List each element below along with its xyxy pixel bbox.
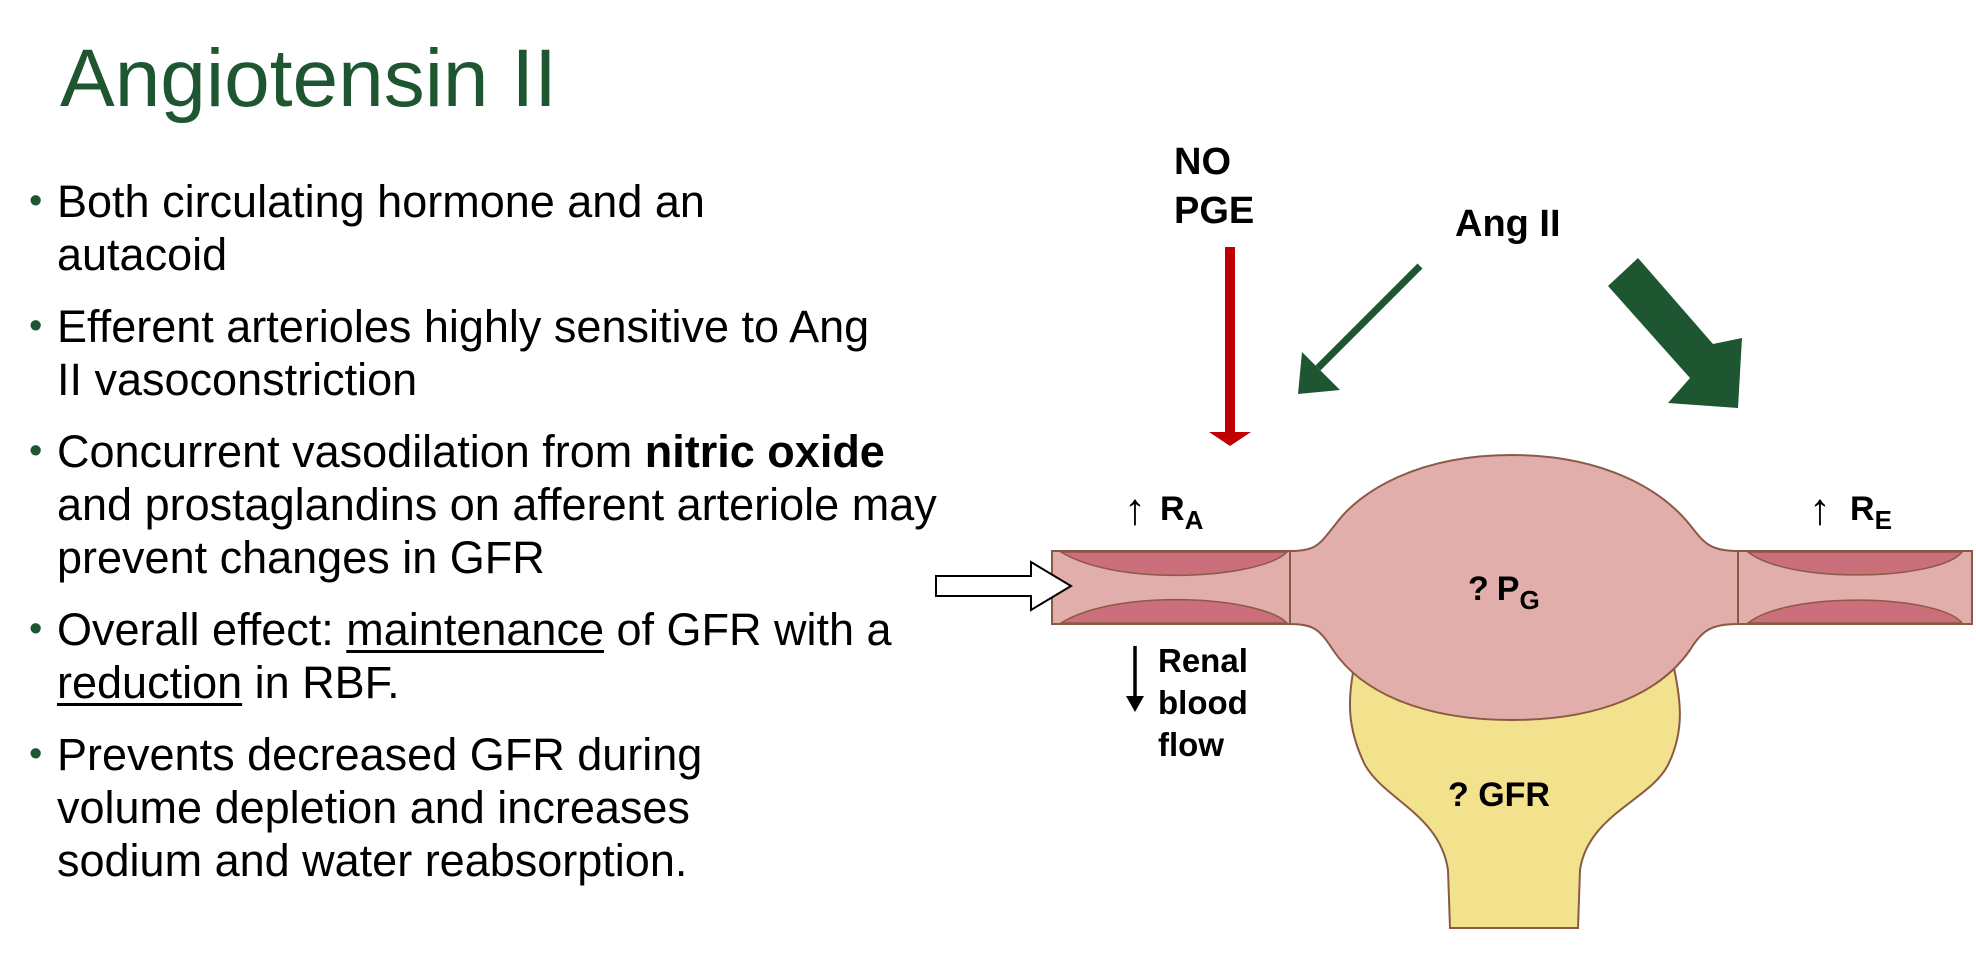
- efferent-resistance-arrow-icon: ↑: [1809, 485, 1831, 534]
- renal-blood-flow-arrowhead-icon: [1126, 696, 1144, 712]
- bullet-dot-icon: •: [29, 305, 43, 347]
- bullet-item: • Overall effect: maintenance of GFR with…: [28, 603, 928, 709]
- bullet-dot-icon: •: [29, 733, 43, 775]
- afferent-resistance-arrow-icon: ↑: [1124, 485, 1146, 534]
- bullet-text: in RBF.: [242, 657, 400, 708]
- bullet-dot-icon: •: [29, 430, 43, 472]
- bullet-item: • Efferent arterioles highly sensitive to…: [28, 300, 928, 406]
- bowman-capsule: [1349, 649, 1681, 929]
- bullet-text: and prostaglandins on afferent arteriole…: [57, 479, 937, 583]
- bullet-text: Overall effect:: [57, 604, 347, 655]
- bullet-text: Prevents decreased GFR during volume dep…: [57, 729, 703, 886]
- efferent-wall-top: [1745, 551, 1964, 576]
- bullet-dot-icon: •: [29, 608, 43, 650]
- afferent-resistance-label: RA: [1160, 490, 1204, 535]
- bullet-text: Both circulating hormone and an autacoid: [57, 176, 705, 280]
- no-label: NO: [1174, 141, 1231, 183]
- blood-inflow-arrow-icon: [935, 560, 1073, 612]
- afferent-wall-top: [1058, 551, 1289, 577]
- bullet-text: Efferent arterioles highly sensitive to …: [57, 301, 870, 405]
- bullet-text: of GFR with a: [603, 604, 892, 655]
- ang-ii-label: Ang II: [1455, 203, 1561, 245]
- pge-label: PGE: [1174, 190, 1254, 232]
- renal-blood-flow-label: Renal blood flow: [1158, 642, 1257, 763]
- efferent-wall-bottom: [1745, 599, 1964, 624]
- bullet-text: Concurrent vasodilation from: [57, 426, 645, 477]
- glomerulus: [1289, 453, 1739, 722]
- bullet-dot-icon: •: [29, 180, 43, 222]
- efferent-resistance-label: RE: [1850, 490, 1892, 535]
- afferent-wall-bottom: [1058, 598, 1289, 624]
- bullet-item: • Prevents decreased GFR during volume de…: [28, 728, 928, 887]
- ang-ii-afferent-arrowhead-icon: [1298, 352, 1340, 394]
- glomerular-pressure-label: ?PG: [1468, 570, 1540, 615]
- ang-ii-efferent-arrow-icon: [1608, 258, 1742, 408]
- vasodilator-arrowhead-icon: [1209, 432, 1251, 446]
- bullet-bold-text: nitric oxide: [644, 426, 885, 477]
- bullet-item: • Both circulating hormone and an autacoi…: [28, 175, 928, 281]
- underlined-text: maintenance: [346, 604, 604, 655]
- bullet-list: • Both circulating hormone and an autacoi…: [28, 175, 937, 906]
- underlined-text: reduction: [57, 657, 243, 708]
- slide-title: Angiotensin II: [60, 33, 557, 124]
- gfr-label: ? GFR: [1448, 776, 1550, 814]
- bullet-item: • Concurrent vasodilation from nitric oxi…: [28, 425, 937, 584]
- ang-ii-afferent-arrow-icon: [1315, 263, 1423, 371]
